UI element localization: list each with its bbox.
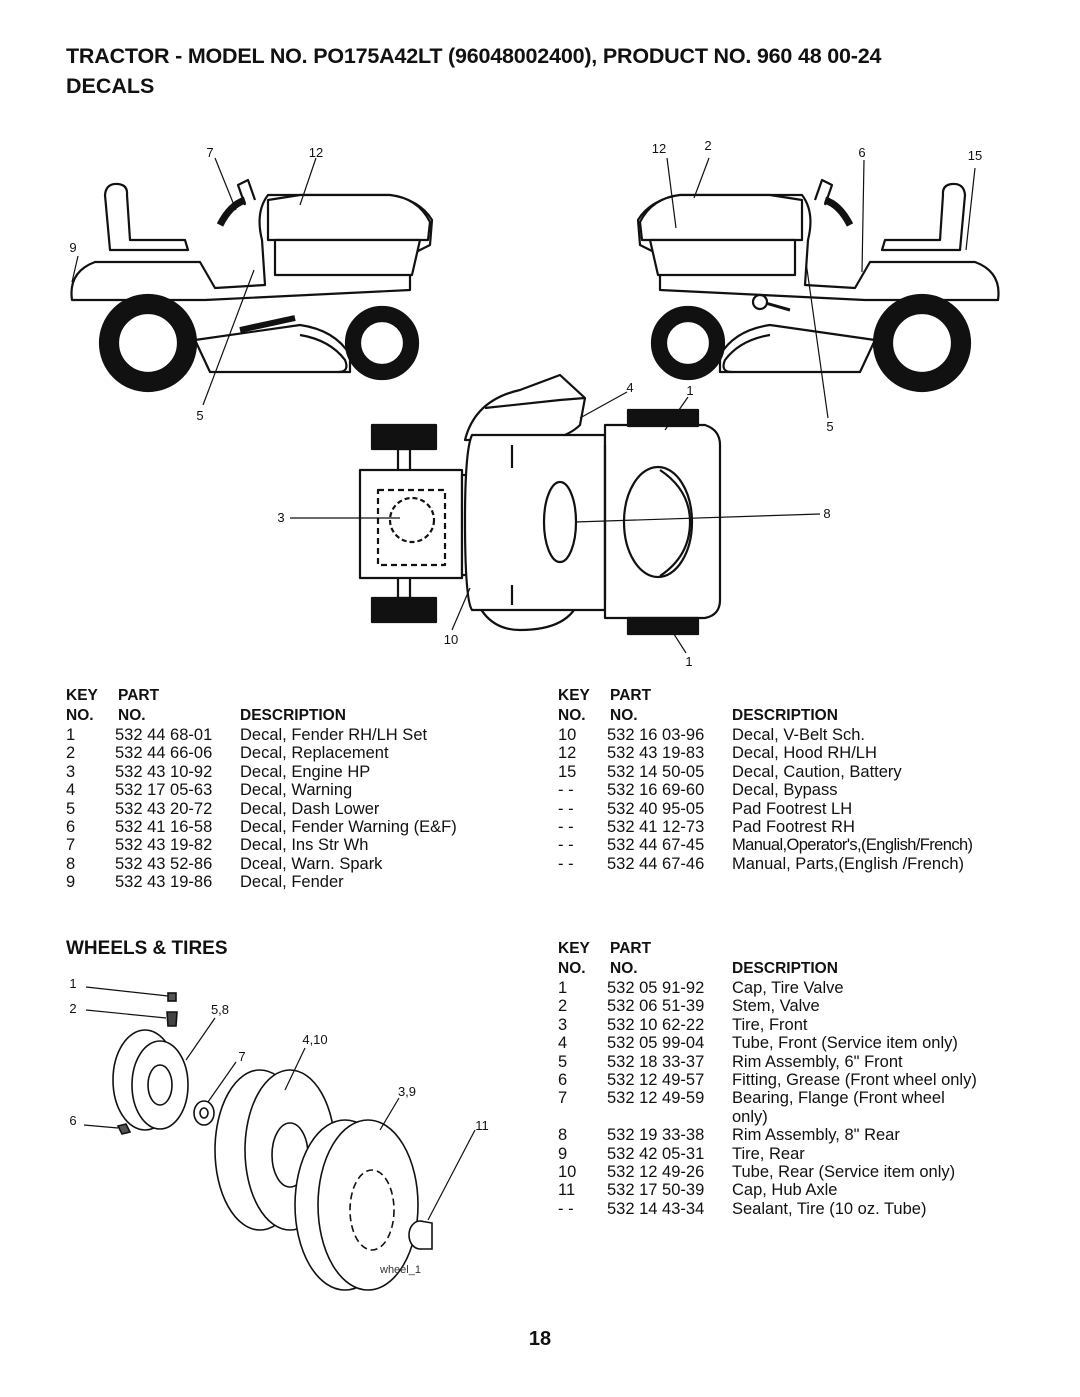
callout-1-top: 1	[686, 383, 693, 398]
col-header-part: PART	[610, 940, 652, 957]
col-header-key: KEY	[558, 687, 590, 704]
wheel-callout-3-9: 3,9	[398, 1084, 416, 1099]
callout-5-right: 5	[826, 419, 833, 434]
callout-10: 10	[444, 632, 458, 647]
page-number: 18	[528, 1328, 552, 1350]
callout-15: 15	[968, 148, 982, 163]
col-header-key: KEY	[558, 940, 590, 957]
decals-diagram: 7 12 9 5 12 2 6 15 4 1 5 3 8 10 1	[69, 138, 1000, 669]
tractor-right-illustration	[636, 178, 1000, 393]
table-row: only)	[732, 1107, 768, 1126]
wheel-callout-5-8: 5,8	[211, 1002, 229, 1017]
page-title: TRACTOR - MODEL NO. PO175A42LT (96048002…	[66, 44, 882, 68]
col-header-description: DESCRIPTION	[240, 707, 346, 724]
callout-12-left: 12	[309, 145, 323, 160]
callout-12-right: 12	[652, 141, 666, 156]
col-header-description: DESCRIPTION	[732, 707, 838, 724]
wheel-callout-11: 11	[475, 1118, 489, 1133]
wheel-callout-2: 2	[69, 1001, 76, 1016]
col-header-key-no: NO.	[66, 707, 94, 724]
col-header-part-no: NO.	[118, 707, 146, 724]
col-header-key-no: NO.	[558, 707, 586, 724]
callout-6: 6	[858, 145, 865, 160]
wheel-callout-7: 7	[238, 1049, 245, 1064]
section-title-wheels: WHEELS & TIRES	[66, 938, 228, 959]
tractor-top-illustration	[358, 373, 722, 636]
col-header-part-no: NO.	[610, 960, 638, 977]
wheel-callout-1: 1	[69, 976, 76, 991]
col-header-description: DESCRIPTION	[732, 960, 838, 977]
callout-7: 7	[206, 145, 213, 160]
tractor-left-illustration	[70, 178, 434, 393]
callout-4: 4	[626, 380, 633, 395]
col-header-part: PART	[610, 687, 652, 704]
callout-1-bottom: 1	[685, 654, 692, 669]
callout-2: 2	[704, 138, 711, 153]
wheel-figure-caption: wheel_1	[379, 1264, 421, 1276]
col-header-key: KEY	[66, 687, 98, 704]
wheel-callout-4-10: 4,10	[302, 1032, 327, 1047]
wheel-callout-6: 6	[69, 1113, 76, 1128]
callout-5-left: 5	[196, 408, 203, 423]
col-header-key-no: NO.	[558, 960, 586, 977]
section-title-decals: DECALS	[66, 74, 155, 98]
callout-8: 8	[823, 506, 830, 521]
col-header-part: PART	[118, 687, 160, 704]
col-header-part-no: NO.	[610, 707, 638, 724]
callout-9: 9	[69, 240, 76, 255]
callout-3: 3	[277, 510, 284, 525]
